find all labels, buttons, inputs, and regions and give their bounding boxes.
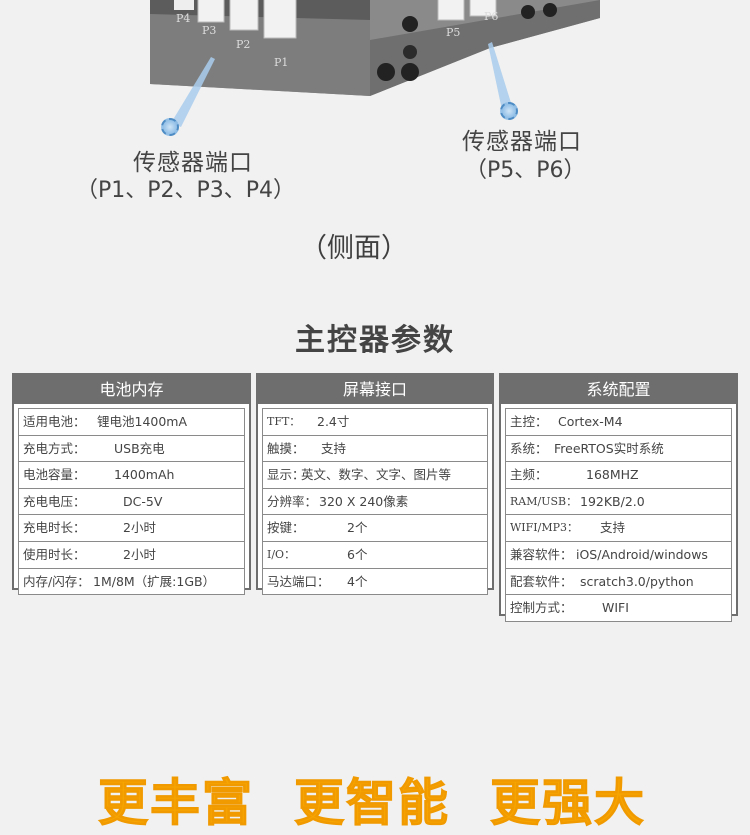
row-key: TFT： [267, 415, 301, 428]
callout-left-pointer [171, 57, 215, 127]
table-row: I/O： 6个 [262, 540, 488, 569]
row-value: 英文、数字、文字、图片等 [301, 467, 452, 483]
row-key: 充电时长： [23, 520, 86, 536]
row-key: 使用时长： [23, 546, 86, 562]
row-value: 1400mAh [114, 467, 175, 483]
row-key: 显示： [267, 467, 305, 483]
port-label-p1: P1 [274, 56, 288, 69]
port-p2 [229, 0, 259, 31]
row-key: 触摸： [267, 440, 305, 456]
slogan-stronger: 更强大 [490, 774, 646, 833]
table-title: 屏幕接口 [258, 375, 492, 408]
table-title: 系统配置 [501, 375, 736, 408]
row-value: 1M/8M（扩展:1GB） [93, 573, 216, 589]
row-value: Cortex-M4 [558, 414, 623, 429]
table-row: 充电时长： 2小时 [18, 514, 245, 542]
side-view-label: （侧面） [300, 233, 408, 264]
table-row: 内存/闪存：1M/8M（扩展:1GB） [18, 567, 245, 596]
table-row: 分辨率：320 X 240像素 [262, 487, 488, 516]
row-value: 2小时 [123, 520, 156, 536]
port-p3 [197, 0, 225, 23]
row-key: 充电方式： [23, 440, 86, 456]
slogan-smarter: 更智能 [294, 774, 450, 833]
callout-left-dot-icon [161, 118, 179, 136]
row-value: FreeRTOS实时系统 [554, 440, 664, 456]
port-label-p2: P2 [236, 38, 250, 51]
table-row: 按键： 2个 [262, 514, 488, 542]
row-key: 主频： [510, 467, 548, 483]
table-row: 充电电压： DC-5V [18, 487, 245, 516]
port-label-p6: P6 [484, 10, 498, 23]
port-label-p5: P5 [446, 26, 460, 39]
row-value: 2小时 [123, 546, 156, 562]
table-row: 使用时长： 2小时 [18, 540, 245, 569]
table-row: 主频： 168MHZ [505, 461, 732, 489]
row-key: 兼容软件： [510, 546, 573, 562]
spec-table-screen-interface: 屏幕接口 TFT： 2.4寸 触摸： 支持 显示：英文、数字、文字、图片等 分辨率：… [256, 373, 494, 596]
table-row: 配套软件： scratch3.0/python [505, 567, 732, 596]
spec-table-system-config: 系统配置 主控： Cortex-M4 系统： FreeRTOS实时系统 主频： 168… [499, 373, 738, 622]
row-key: I/O： [267, 547, 296, 561]
port-p4 [174, 0, 194, 10]
row-value: 6个 [347, 546, 368, 562]
table-row: 触摸： 支持 [262, 434, 488, 463]
controller-device-image: P4 P3 P2 P1 P5 P6 [130, 0, 600, 110]
row-key: 内存/闪存： [23, 573, 90, 589]
row-value: 320 X 240像素 [319, 493, 409, 509]
row-value: 2个 [347, 520, 368, 536]
row-value: 锂电池1400mA [97, 414, 188, 429]
row-value: DC-5V [123, 493, 163, 509]
table-row: 主控： Cortex-M4 [505, 408, 732, 436]
port-p5 [437, 0, 465, 21]
row-value: USB充电 [114, 440, 165, 456]
table-row: TFT： 2.4寸 [262, 408, 488, 436]
port-p1 [263, 0, 297, 39]
row-value: 192KB/2.0 [580, 493, 645, 509]
row-key: 系统： [510, 440, 548, 456]
callout-right-title: 传感器端口 [462, 129, 582, 155]
table-row: 显示：英文、数字、文字、图片等 [262, 461, 488, 489]
callout-right-ports: （P5、P6） [465, 158, 586, 183]
table-row: 系统： FreeRTOS实时系统 [505, 434, 732, 463]
row-key: 电池容量： [23, 467, 86, 483]
row-key: WIFI/MP3： [510, 521, 578, 535]
port-label-p4: P4 [176, 12, 190, 25]
row-value: WIFI [602, 600, 629, 616]
table-row: 马达端口： 4个 [262, 567, 488, 596]
row-value: 支持 [600, 520, 626, 536]
row-key: 按键： [267, 520, 305, 536]
row-key: RAM/USB： [510, 494, 578, 508]
section-title: 主控器参数 [295, 323, 455, 358]
row-key: 充电电压： [23, 493, 86, 509]
callout-right-dot-icon [500, 102, 518, 120]
slogan-richer: 更丰富 [98, 774, 254, 833]
callout-left-title: 传感器端口 [133, 150, 253, 176]
row-key: 适用电池： [23, 414, 86, 429]
row-value: scratch3.0/python [580, 573, 694, 589]
spec-table-battery-memory: 电池内存 适用电池： 锂电池1400mA 充电方式： USB充电 电池容量： 1400… [12, 373, 251, 596]
table-title: 电池内存 [14, 375, 249, 408]
row-value: 168MHZ [586, 467, 639, 483]
callout-right-pointer [488, 42, 512, 110]
table-row: 控制方式： WIFI [505, 594, 732, 622]
table-row: 兼容软件：iOS/Android/windows [505, 540, 732, 569]
row-value: 2.4寸 [317, 414, 350, 429]
row-key: 控制方式： [510, 600, 573, 616]
port-label-p3: P3 [202, 24, 216, 37]
row-key: 分辨率： [267, 493, 318, 509]
port-p6 [469, 0, 497, 17]
table-row: 电池容量： 1400mAh [18, 461, 245, 489]
row-value: iOS/Android/windows [576, 546, 708, 562]
callout-left-ports: （P1、P2、P3、P4） [76, 178, 296, 203]
table-row: 适用电池： 锂电池1400mA [18, 408, 245, 436]
row-key: 配套软件： [510, 573, 573, 589]
table-row: RAM/USB：192KB/2.0 [505, 487, 732, 516]
row-key: 主控： [510, 414, 548, 429]
table-row: WIFI/MP3： 支持 [505, 514, 732, 542]
row-key: 马达端口： [267, 573, 330, 589]
table-row: 充电方式： USB充电 [18, 434, 245, 463]
row-value: 支持 [321, 440, 347, 456]
row-value: 4个 [347, 573, 368, 589]
